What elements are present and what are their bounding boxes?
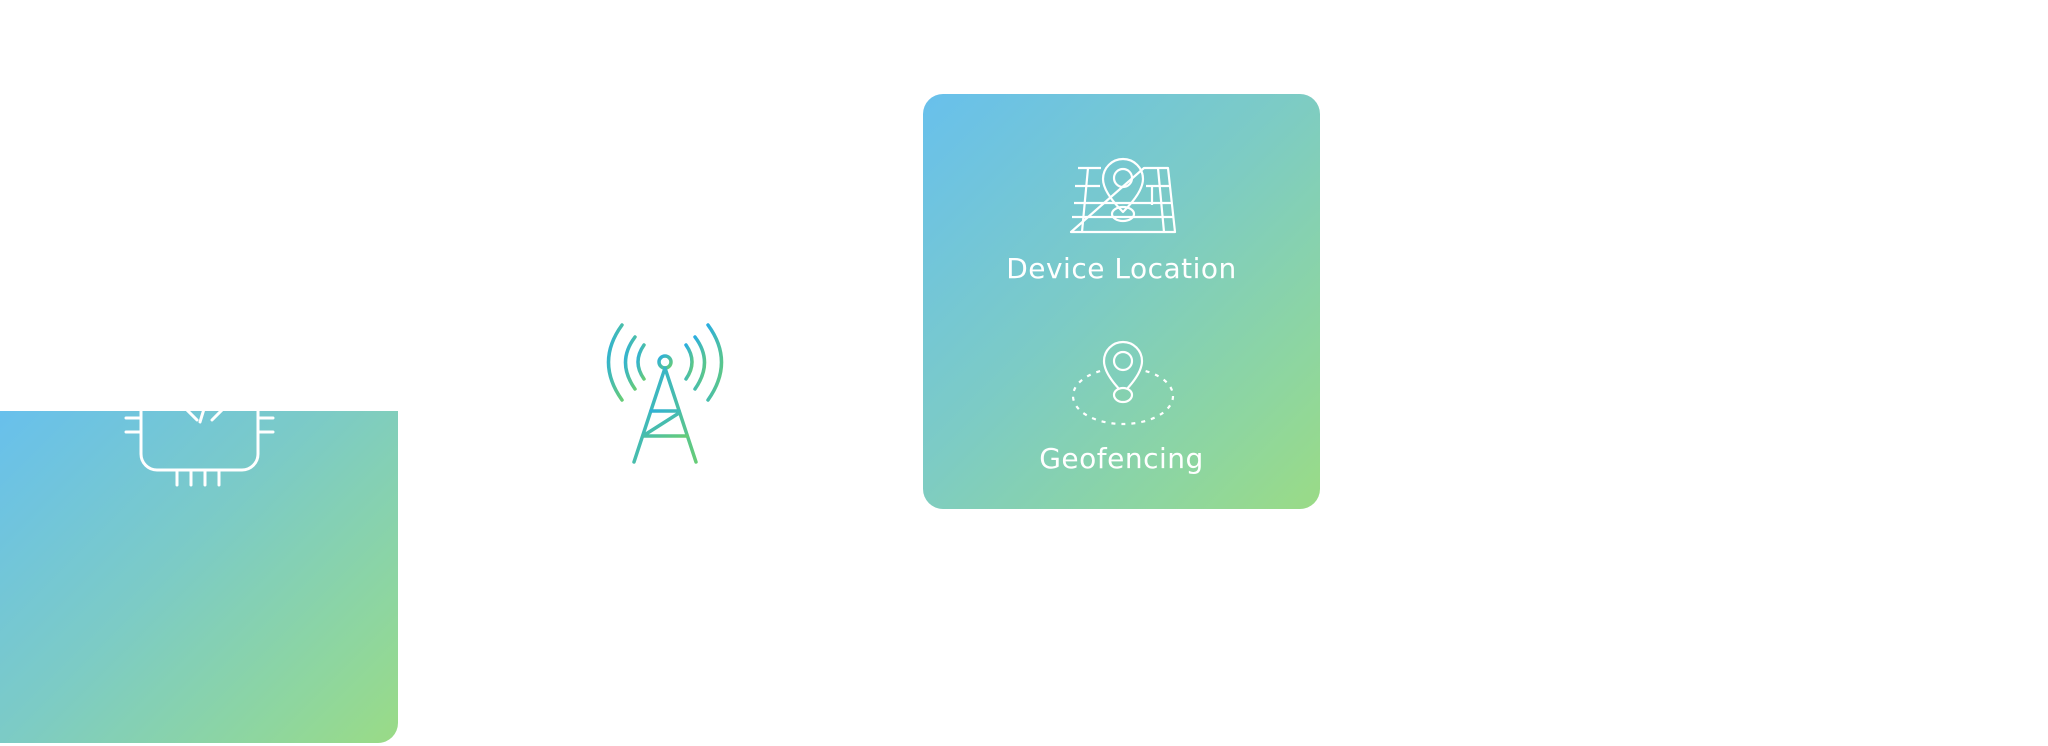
iot-device-card — [0, 411, 398, 743]
cell-tower-icon — [606, 323, 724, 464]
device-location-label: Device Location — [1006, 252, 1237, 285]
map-pin-icon — [1069, 157, 1177, 234]
chip-icon — [124, 411, 275, 487]
geofence-icon — [1071, 340, 1175, 426]
geofencing-label: Geofencing — [1039, 442, 1204, 475]
location-services-card: Device Location Geofencing — [923, 94, 1320, 509]
